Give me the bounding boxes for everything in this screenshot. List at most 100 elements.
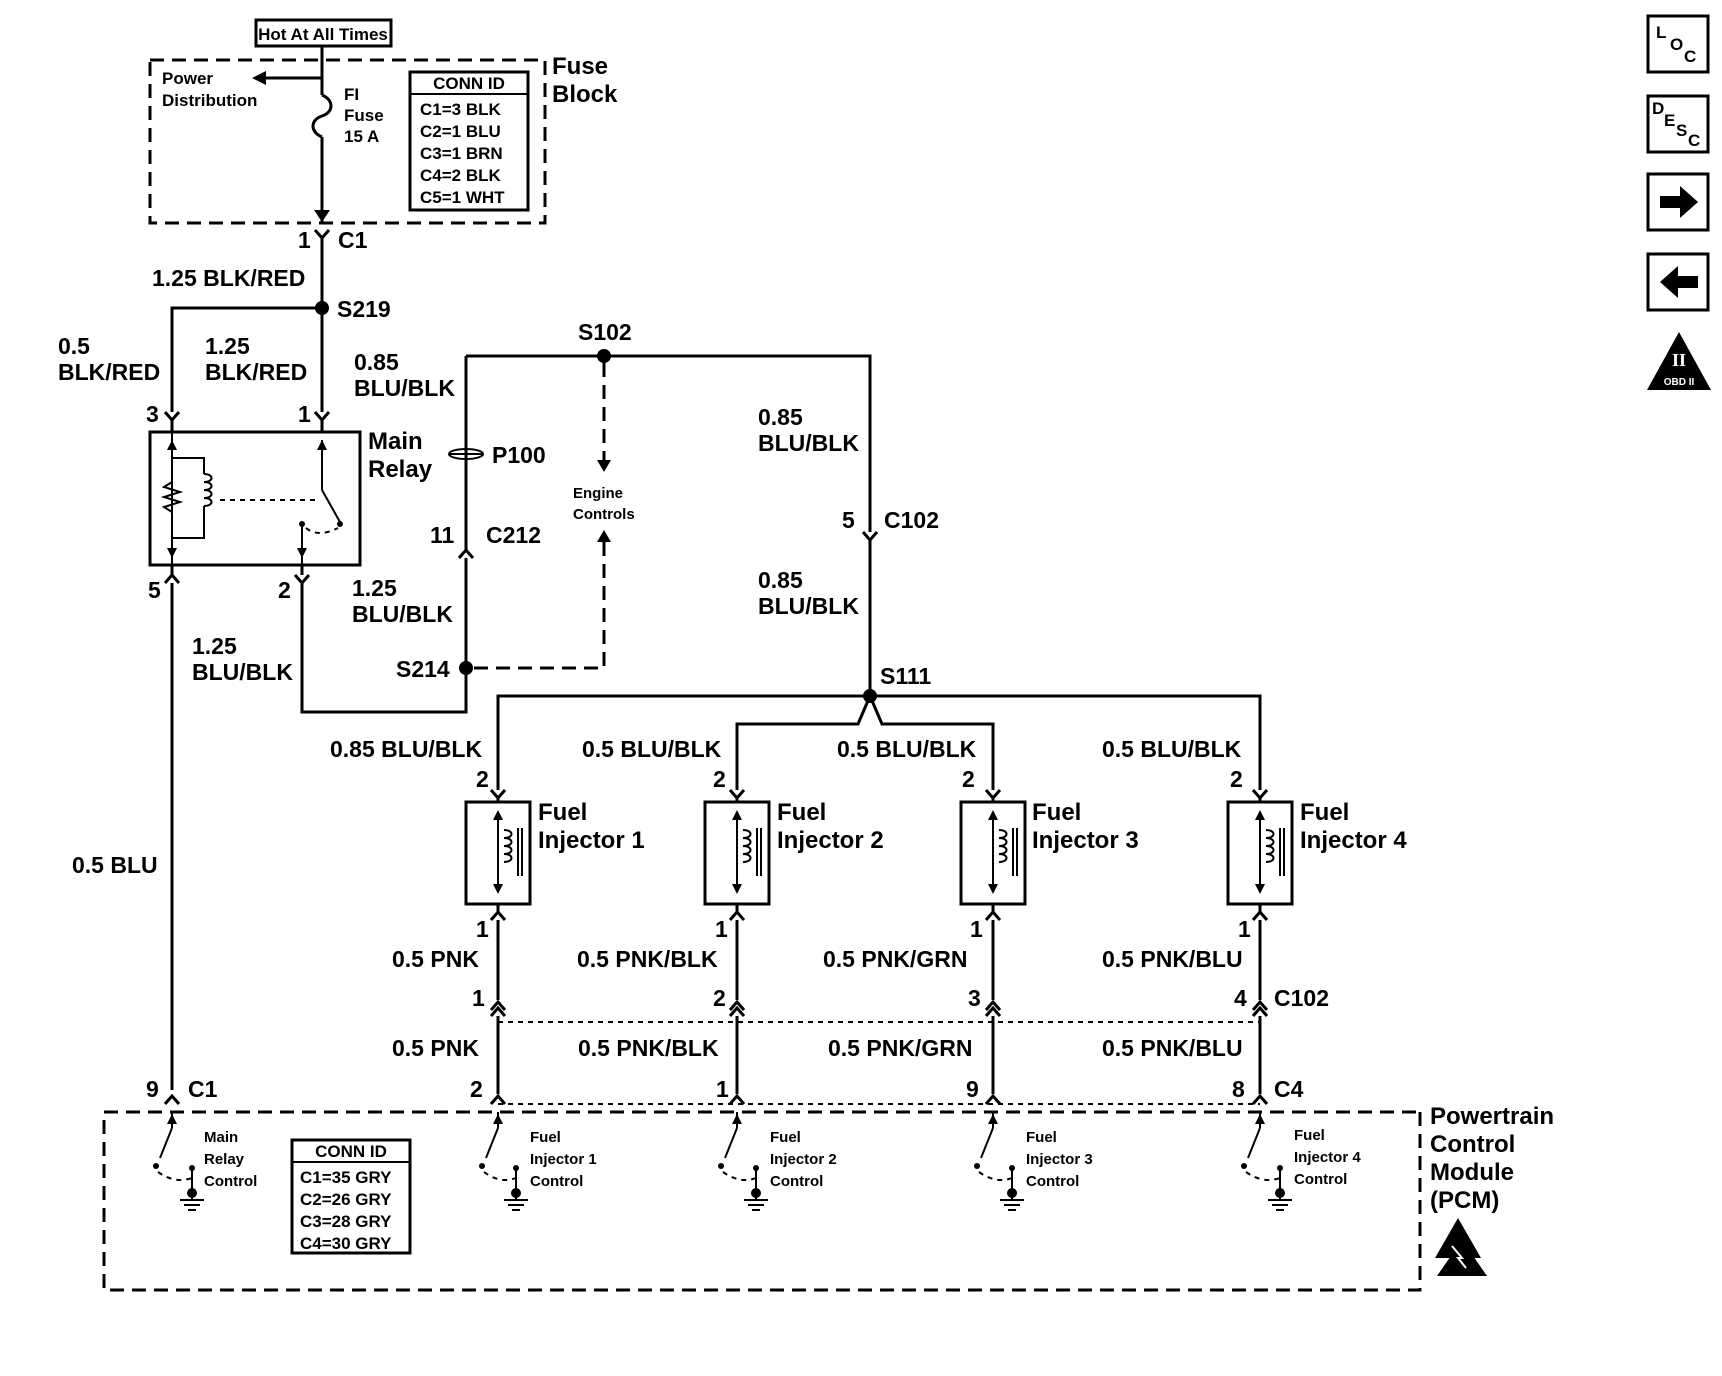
fuse-block-title-2: Block: [552, 81, 618, 108]
inj1-bot-pin: 1: [476, 916, 489, 942]
fuse-conn-id-row: C3=1 BRN: [420, 144, 503, 163]
power-distribution-arrow-icon: [252, 71, 266, 85]
loc-button[interactable]: L O C: [1646, 14, 1710, 74]
fuse-conn-id-row: C2=1 BLU: [420, 122, 501, 141]
fuel-injector-1: [464, 789, 532, 921]
inj4-bot-pin: 1: [1238, 916, 1251, 942]
pcm-pin: 1: [716, 1076, 729, 1102]
fuse-icon: [311, 93, 333, 139]
injector-3-label-2: Injector 3: [1032, 827, 1139, 854]
c1-top-connector: C1: [338, 227, 368, 253]
wire-label: 0.5 PNK/BLU: [1102, 946, 1243, 972]
c102-pin-3: 3: [968, 985, 981, 1011]
svg-text:OBD II: OBD II: [1664, 377, 1695, 388]
c102-top-connector: C102: [884, 507, 939, 533]
pcm-inj1-control-1: Fuel: [530, 1129, 561, 1146]
relay-pin-3: 3: [146, 401, 159, 427]
main-relay-box: [148, 430, 362, 567]
inj2-bot-pin: 1: [715, 916, 728, 942]
injector-1-label-1: Fuel: [538, 799, 587, 826]
wire-label: 0.5 PNK: [392, 1035, 479, 1061]
wire-label: BLU/BLK: [192, 659, 293, 685]
relay-switch-icon: [321, 489, 341, 523]
wire-label: 0.5 PNK/BLK: [578, 1035, 719, 1061]
pcm-title-1: Powertrain: [1430, 1103, 1554, 1130]
c212-connector: C212: [486, 522, 541, 548]
c212-pin: 11: [430, 522, 455, 548]
wire-label: 0.5 PNK/BLK: [577, 946, 718, 972]
injector-coil-icon: [503, 829, 513, 863]
wire-label: 0.85: [758, 567, 803, 593]
obd-ii-button[interactable]: II OBD II: [1647, 332, 1711, 390]
obd-ii-triangle-icon: [1647, 332, 1711, 390]
wire-label: 1.25: [192, 633, 237, 659]
c1-top-pin: 1: [298, 227, 311, 253]
main-relay-label-2: Relay: [368, 456, 433, 483]
wire-label: BLU/BLK: [354, 375, 455, 401]
pcm-injector-2-driver: [718, 1112, 768, 1211]
previous-button[interactable]: [1646, 252, 1710, 312]
fuse-label-2: Fuse: [344, 106, 384, 125]
relay-coil-icon: [203, 473, 213, 507]
pcm-injector-3-driver: [974, 1112, 1024, 1211]
power-distribution-1: Power: [162, 69, 213, 88]
pcm-inj3-control-3: Control: [1026, 1173, 1079, 1190]
inj2-top-pin: 2: [713, 766, 726, 792]
fuse-block-outline: [148, 58, 547, 225]
pcm-title-2: Control: [1430, 1131, 1515, 1158]
pcm-inj2-control-3: Control: [770, 1173, 823, 1190]
c102-mid-connector: C102: [1274, 985, 1329, 1011]
inj4-top-pin: 2: [1230, 766, 1243, 792]
pcm-main-relay-driver: [153, 1112, 204, 1211]
engine-controls-1: Engine: [573, 485, 623, 502]
splice-s214-label: S214: [396, 656, 450, 682]
pcm-conn-id-row: C2=26 GRY: [300, 1190, 392, 1209]
wire-label: BLK/RED: [58, 359, 160, 385]
wire-label: 1.25: [205, 333, 250, 359]
pcm-injector-4-driver: [1241, 1112, 1292, 1211]
wire-label: 0.5 BLU/BLK: [582, 736, 722, 762]
svg-text:S: S: [1676, 121, 1687, 140]
wire-label: 0.85 BLU/BLK: [330, 736, 482, 762]
pcm-inj4-control-1: Fuel: [1294, 1127, 1325, 1144]
resistor-icon: [160, 481, 184, 513]
fuse-label-1: FI: [344, 85, 359, 104]
pcm-inj1-control-2: Injector 1: [530, 1151, 597, 1168]
relay-pin-2: 2: [278, 577, 291, 603]
fuse-conn-id-title: CONN ID: [433, 74, 505, 93]
svg-text:C: C: [1688, 131, 1700, 150]
pcm-conn-id-row: C3=28 GRY: [300, 1212, 392, 1231]
wire-label: 0.85: [758, 404, 803, 430]
wire-label: 0.5 PNK: [392, 946, 479, 972]
pcm-pin: 9: [966, 1076, 979, 1102]
pcm-pin: 8: [1232, 1076, 1245, 1102]
pcm-title-4: (PCM): [1430, 1187, 1499, 1214]
inj3-bot-pin: 1: [970, 916, 983, 942]
pcm-inj4-control-3: Control: [1294, 1171, 1347, 1188]
wire-label: 0.5 PNK/GRN: [828, 1035, 972, 1061]
svg-text:E: E: [1664, 111, 1675, 130]
next-button[interactable]: [1646, 172, 1710, 232]
pcm-conn-id-table: [290, 1138, 412, 1255]
svg-text:C: C: [1684, 47, 1696, 66]
fuse-conn-id-row: C4=2 BLK: [420, 166, 501, 185]
pcm-outline: [102, 1110, 1422, 1292]
engine-controls-down-arrow-icon: [597, 460, 611, 472]
fuse-conn-id-table: [408, 70, 530, 212]
pcm-c1-connector: C1: [188, 1076, 218, 1102]
wire-label: BLU/BLK: [758, 430, 859, 456]
pcm-inj1-control-3: Control: [530, 1173, 583, 1190]
injector-4-label-1: Fuel: [1300, 799, 1349, 826]
wire-label: BLU/BLK: [352, 601, 453, 627]
relay-pin-1: 1: [298, 401, 311, 427]
c102-pin-2: 2: [713, 985, 726, 1011]
pcm-conn-id-title: CONN ID: [315, 1142, 387, 1161]
splice-s102: [597, 349, 611, 363]
pcm-pin: 2: [470, 1076, 483, 1102]
pcm-inj2-control-1: Fuel: [770, 1129, 801, 1146]
inj1-top-pin: 2: [476, 766, 489, 792]
c102-connector-row: [489, 999, 1269, 1023]
fuse-block-title-1: Fuse: [552, 53, 608, 80]
desc-button[interactable]: D E S C: [1646, 94, 1710, 154]
